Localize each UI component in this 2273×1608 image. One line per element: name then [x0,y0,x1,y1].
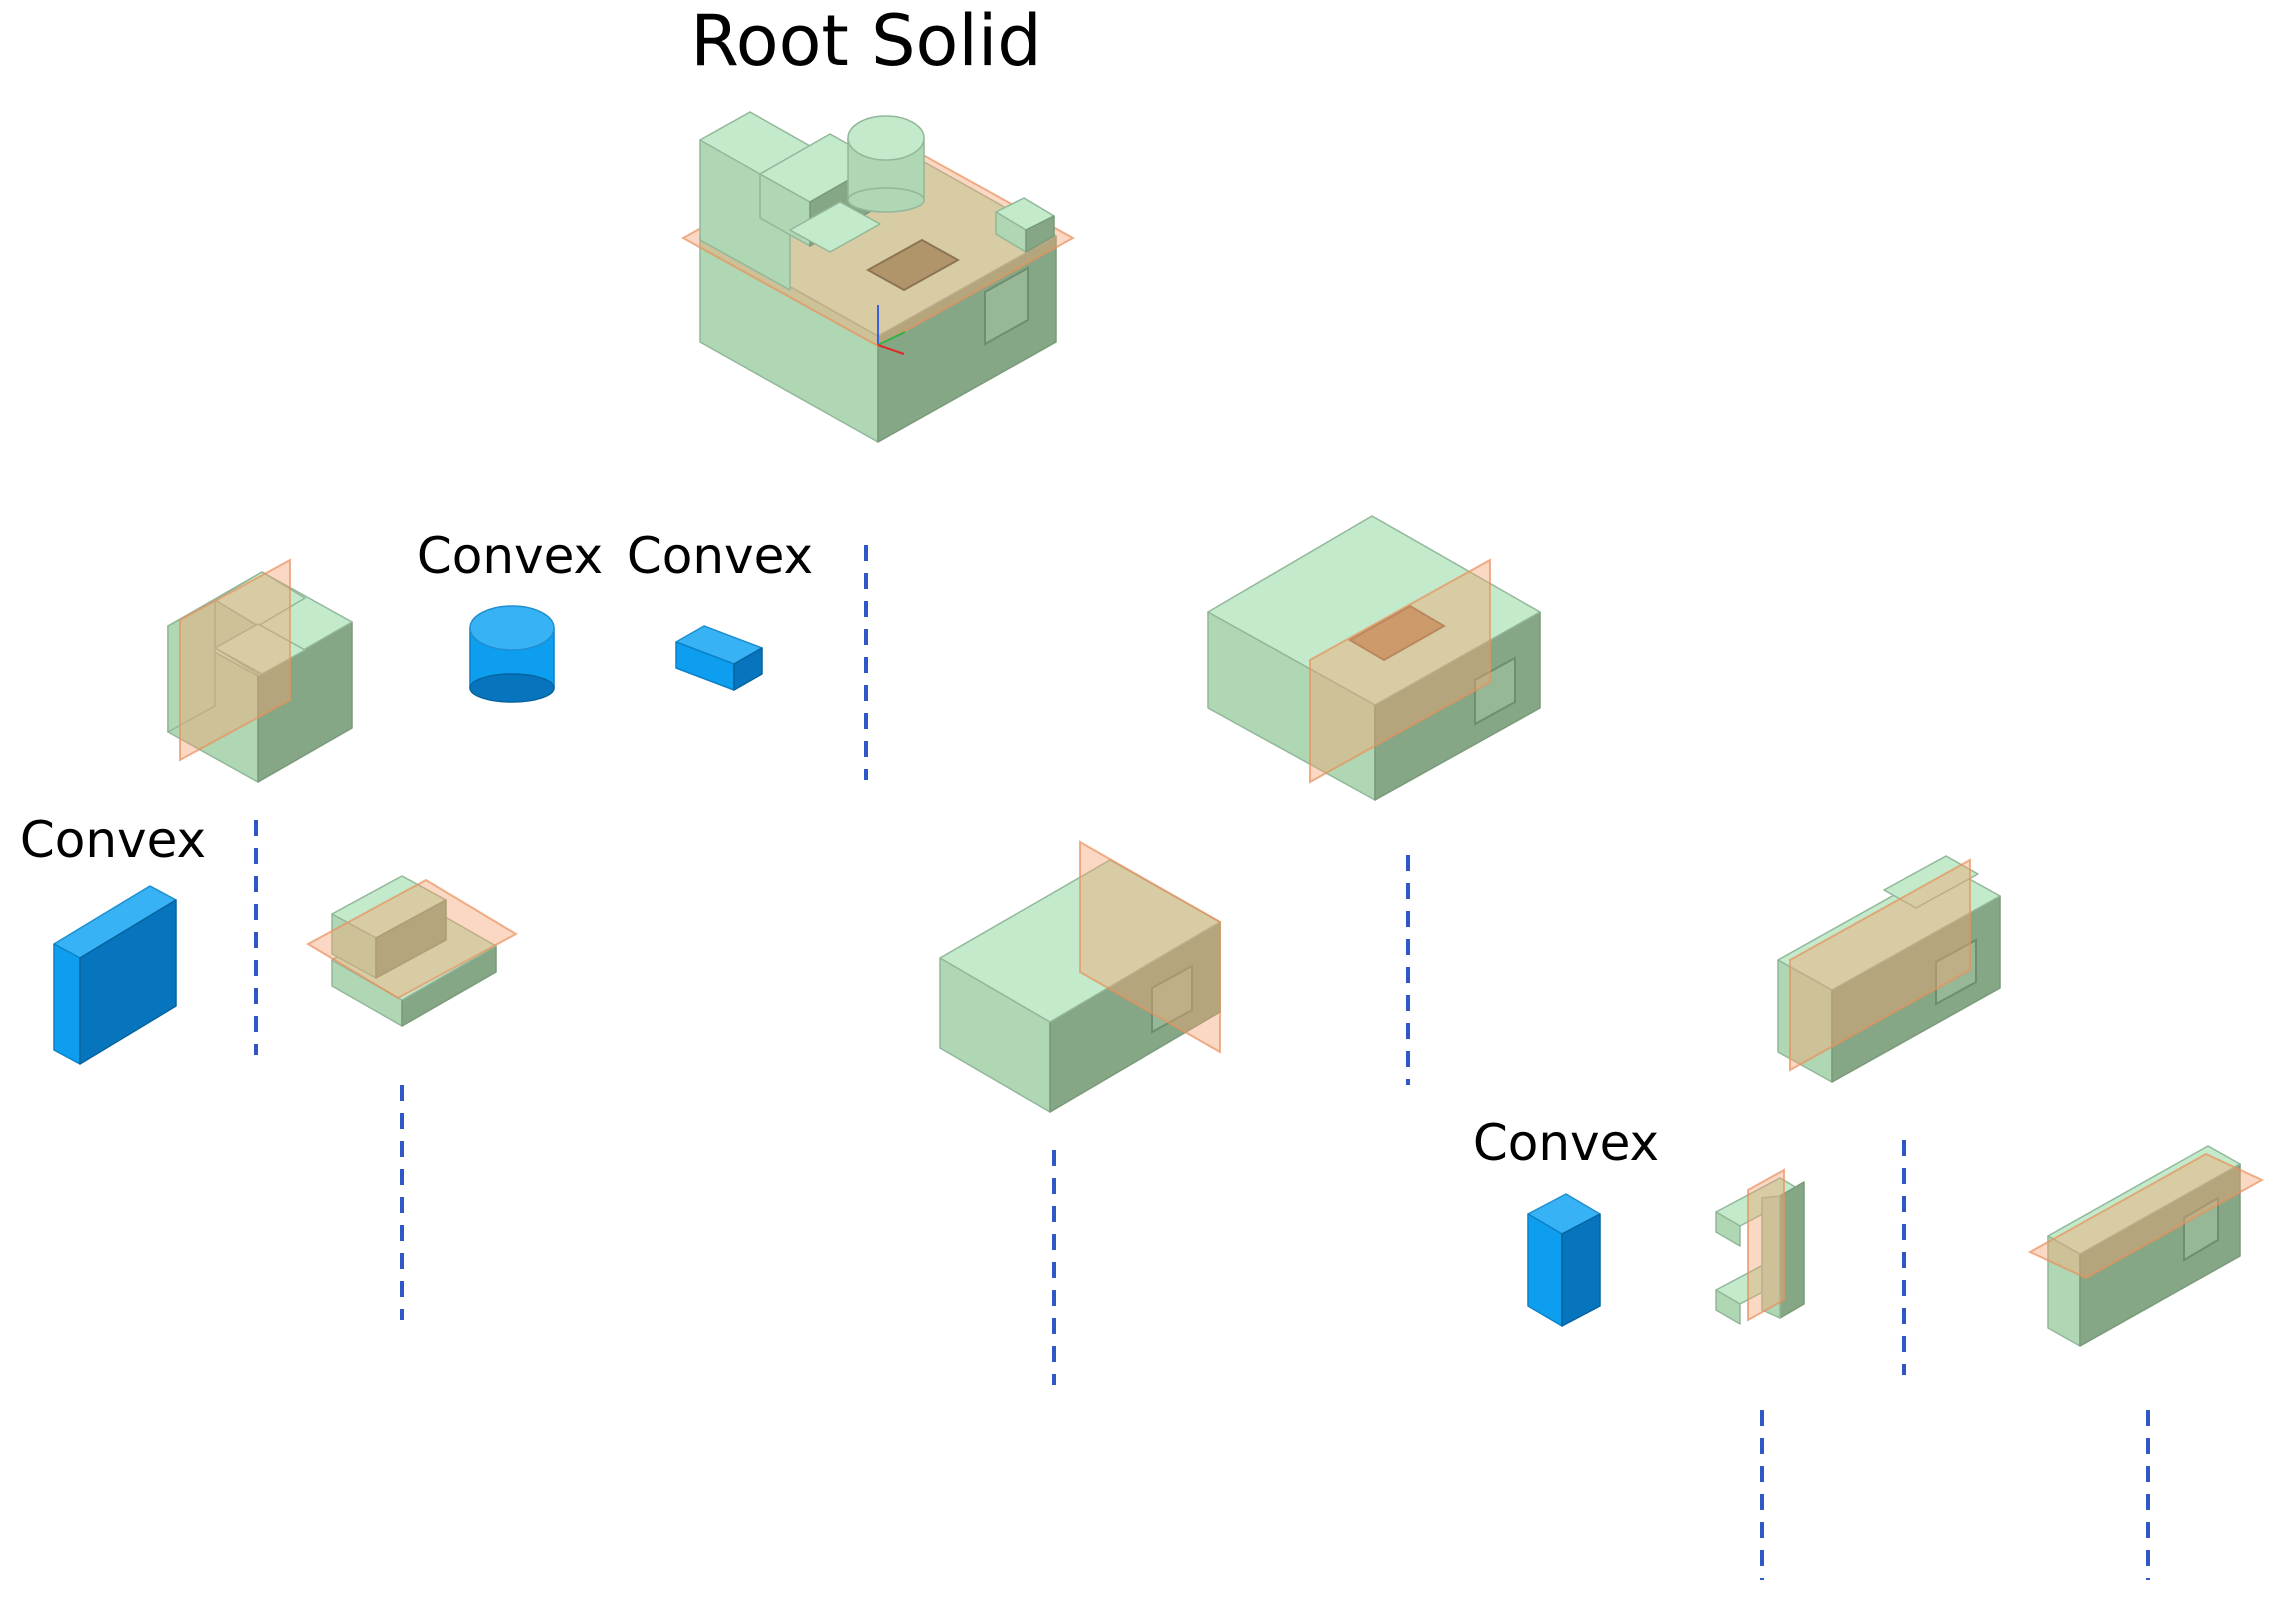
convex-label-tall-box: Convex [1473,1114,1659,1172]
root-solid-shape [680,111,1076,443]
right-left-block-shape [939,840,1221,1113]
right-window-slab-shape [2027,1145,2265,1347]
left-staircase-shape [167,558,353,783]
left-small-box-convex [675,625,763,691]
left-step-shape [305,875,519,1027]
right-tall-box-convex [1527,1193,1601,1327]
connector-lines [254,545,2150,1580]
left-slab-convex [53,885,177,1065]
root-solid-title: Root Solid [690,0,1041,82]
right-block-shape [1207,515,1541,801]
right-right-window-shape [1777,855,2001,1083]
left-cylinder-convex [469,605,555,703]
convex-label-cylinder: Convex [417,527,603,585]
right-c-shape [1715,1168,1805,1325]
convex-label-slab: Convex [20,811,206,869]
convex-label-small-box: Convex [627,527,813,585]
